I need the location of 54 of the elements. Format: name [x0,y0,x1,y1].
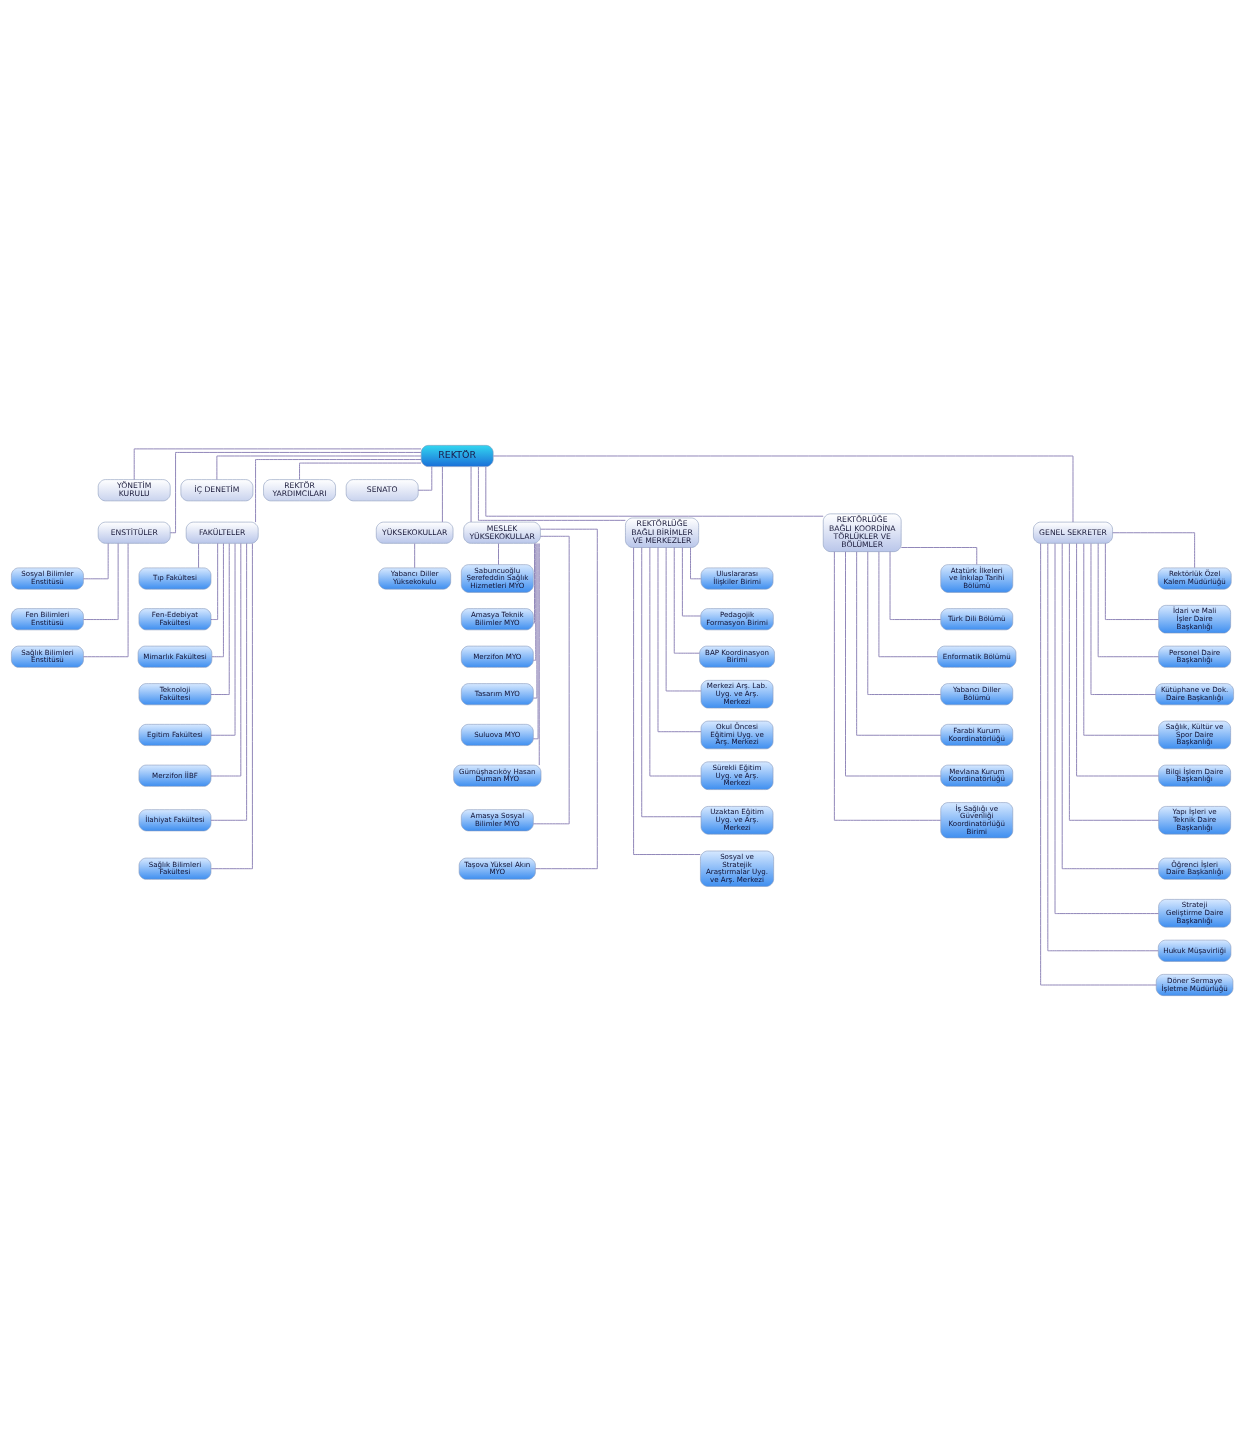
connector [210,543,242,777]
connector [665,547,702,692]
connector [538,543,540,766]
connector [210,543,230,695]
connector [833,551,942,821]
connector [210,543,236,736]
connector [878,551,938,658]
connector [498,543,499,566]
connector [1061,543,1159,870]
connector [83,542,119,620]
connector [533,535,570,825]
connector [210,542,219,620]
connector [1076,543,1160,777]
connector [414,543,416,569]
connector [1097,543,1159,658]
connector [441,466,443,523]
connector [133,448,422,481]
connector [299,462,422,480]
connector [216,455,422,481]
connector [856,551,942,736]
connector [681,547,702,617]
connector [673,547,700,654]
connector [1090,543,1157,695]
connector [1104,542,1160,620]
connector [417,466,433,491]
connector [210,543,253,870]
connector [477,466,626,521]
connector [889,551,942,620]
connector [845,551,942,777]
connector [485,466,824,517]
connector [492,455,1074,523]
connector [867,551,942,695]
connector [169,451,422,534]
connector [533,543,538,699]
connector [211,543,224,658]
connector [198,543,200,569]
connector [1083,543,1159,736]
connector [83,543,129,658]
connector [532,543,539,740]
connector [532,542,537,661]
connector [470,466,472,523]
connector [1112,532,1196,569]
node-box: REKTÖR [420,445,494,467]
connector [641,547,702,818]
connector [255,459,422,523]
connector [533,543,535,624]
connector [690,547,702,580]
connector [83,542,109,580]
connector [1068,543,1160,821]
connector [534,528,598,870]
connector [210,543,248,821]
connector [633,547,701,855]
connector [649,547,702,777]
connector [657,547,702,733]
